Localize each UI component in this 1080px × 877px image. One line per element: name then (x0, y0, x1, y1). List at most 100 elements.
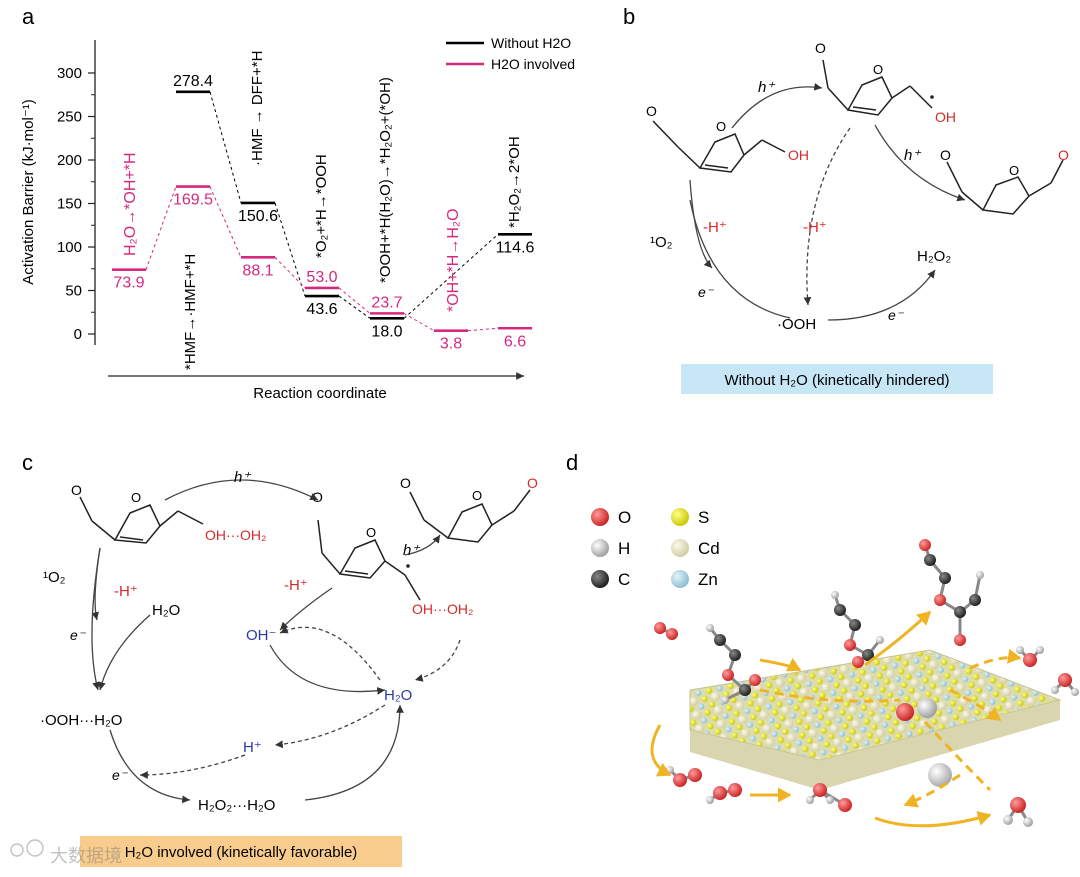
scheme-b-minus-h-mid: -H⁺ (803, 219, 827, 236)
connector-line (274, 202, 306, 297)
hmf-b-hydroxyl: OH (788, 147, 809, 163)
y-axis-label: Activation Barrier (kJ·mol⁻¹) (20, 99, 37, 284)
radical-dot-c (406, 564, 410, 568)
radical-dot-b (930, 95, 934, 99)
scheme-c-oh-minus: OH⁻ (246, 627, 276, 644)
caption-b-box (681, 364, 993, 394)
ooh-species (666, 766, 702, 787)
watermark-text: 大数据境 (50, 846, 122, 866)
scheme-c-ooh-h2o: ·OOH···H₂O (40, 712, 122, 729)
connector-line (209, 91, 242, 204)
annotation-oohh: *OOH+*H(H₂O)→*H₂O₂+(*OH) (377, 77, 394, 283)
hmf-molecule-c (79, 496, 204, 544)
legend-symbol-cd: Cd (698, 539, 720, 558)
legend-label-without: Without H2O (491, 35, 571, 51)
radical-molecule-c (317, 519, 421, 601)
legend-atom-zn (671, 570, 689, 588)
watermark: 大数据境 (10, 839, 122, 866)
hmf-c-carbonyl-o: O (71, 482, 82, 498)
chart-a-legend: Without H2O H2O involved (446, 35, 575, 72)
catalyst-slab (689, 649, 1062, 790)
panel-label-b: b (623, 4, 635, 29)
legend-symbol-s: S (698, 508, 709, 527)
connector-line (145, 186, 177, 270)
scheme-c-electron-2: e⁻ (112, 767, 129, 783)
y-axis-ticks: 0 50 100 150 200 250 300 (57, 65, 95, 343)
hmf-c-oh-h2o: OH···OH₂ (205, 527, 266, 543)
surface-o-atom (896, 703, 914, 721)
legend-atom-c (591, 570, 609, 588)
energy-value-label: 18.0 (371, 323, 402, 340)
legend-atom-h (591, 539, 609, 557)
radical-c-oh-h2o: OH···OH₂ (412, 601, 473, 617)
dff-c-o-right: O (527, 475, 538, 491)
scheme-c-hplus-blue: H⁺ (243, 739, 262, 756)
legend-symbol-zn: Zn (698, 570, 718, 589)
annotation-h2o2: *H₂O₂→2*OH (506, 136, 523, 228)
radical-molecule-b (822, 59, 933, 116)
hmf-on-surface (706, 624, 761, 704)
energy-value-label: 43.6 (306, 301, 337, 318)
h2o2-species (706, 783, 742, 804)
energy-value-label: 3.8 (440, 336, 462, 353)
hmf-b-carbonyl-o: O (646, 103, 657, 119)
adsorbate-molecules (654, 539, 1079, 827)
y-tick-label: 200 (57, 152, 82, 169)
water-product (1003, 797, 1033, 827)
scheme-b-ooh: ·OOH (777, 316, 816, 333)
y-tick-label: 150 (57, 196, 82, 213)
scheme-c-minus-h-mid: -H⁺ (284, 577, 308, 594)
connector-line (209, 186, 242, 258)
y-tick-label: 300 (57, 65, 82, 82)
y-tick-label: 0 (74, 326, 82, 343)
legend-symbol-h: H (618, 539, 630, 558)
connector-line (274, 257, 306, 289)
scheme-c-minus-h-left: -H⁺ (114, 583, 138, 600)
energy-value-label: 169.5 (173, 192, 213, 209)
scheme-b-singlet-o2: ¹O₂ (650, 234, 673, 251)
radical-b-carbonyl-o: O (815, 40, 826, 56)
dff-molecule-c (409, 489, 531, 543)
energy-value-label: 53.0 (306, 269, 337, 286)
x-axis-label: Reaction coordinate (253, 385, 386, 402)
water-2 (1051, 673, 1079, 696)
radical-intermediate (831, 591, 884, 668)
scheme-b-electron-2: e⁻ (888, 307, 905, 323)
annotation-h2o-split: H₂O→*OH+*H (122, 152, 139, 256)
y-tick-label: 100 (57, 239, 82, 256)
water-1 (1016, 646, 1044, 667)
scheme-c-h2o-blue: H₂O (384, 687, 412, 704)
annotation-dff: ·HMF → DFF+*H (249, 51, 266, 166)
scheme-b-hplus-1: h⁺ (758, 79, 775, 96)
scheme-c-singlet-o2: ¹O₂ (43, 569, 66, 586)
hmf-c-ring-o: O (131, 490, 141, 505)
y-tick-label: 250 (57, 109, 82, 126)
energy-value-label: 88.1 (242, 262, 273, 279)
caption-c: H₂O involved (kinetically favorable) (125, 844, 358, 861)
surface-h-atom-2 (928, 763, 952, 787)
radical-c-carbonyl-o: O (312, 489, 323, 505)
scheme-b-minus-h-left: -H⁺ (703, 219, 727, 236)
energy-value-label: 23.7 (371, 294, 402, 311)
scheme-b-electron-1: e⁻ (698, 284, 715, 300)
connector-line (467, 327, 499, 332)
y-tick-label: 50 (65, 283, 82, 300)
legend-atom-o (591, 508, 609, 526)
connector-line (338, 287, 371, 314)
dff-molecule-b (946, 159, 1064, 215)
hmf-b-ring-o: O (716, 119, 726, 134)
surface-h-atom-1 (917, 698, 937, 718)
energy-value-label: 6.6 (504, 333, 526, 350)
dff-b-o-right: O (1058, 147, 1069, 163)
legend-atom-s (671, 508, 689, 526)
scheme-c-hplus-dff: h⁺ (403, 542, 420, 559)
radical-b-hydroxyl: OH (935, 109, 956, 125)
scheme-c-electron-1: e⁻ (70, 627, 87, 643)
panel-label-a: a (22, 4, 35, 29)
caption-b: Without H₂O (kinetically hindered) (724, 372, 949, 389)
legend-symbol-o: O (618, 508, 631, 527)
ooh-h2o-cluster (806, 783, 852, 812)
dff-c-o-left: O (400, 475, 411, 491)
